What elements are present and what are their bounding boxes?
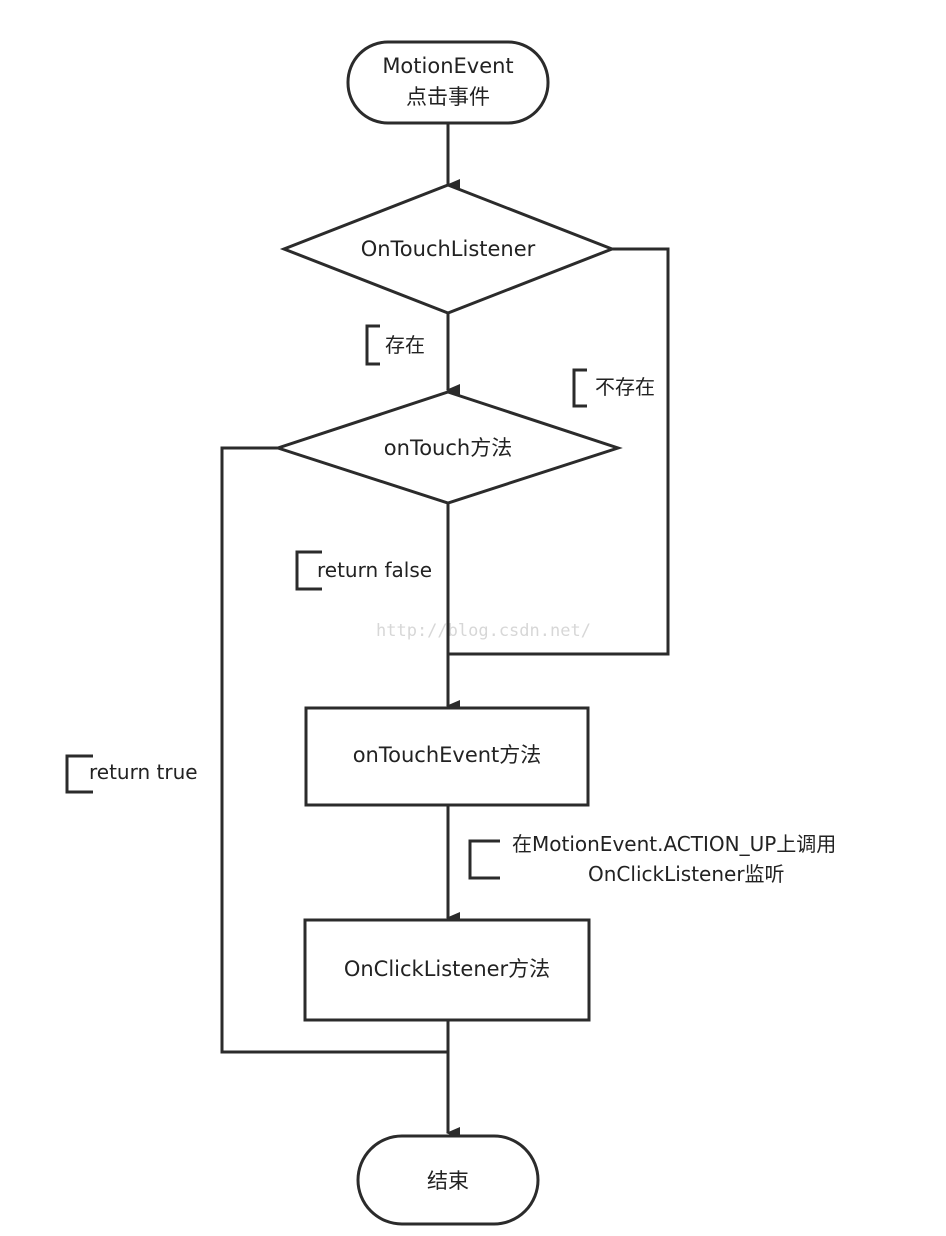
- edge-label-return-true: return true: [89, 760, 198, 784]
- watermark: http://blog.csdn.net/: [376, 621, 591, 641]
- edge-label-return-false: return false: [317, 558, 432, 582]
- process-onclicklistener-label: OnClickListener方法: [344, 957, 550, 981]
- annotation-bracket: [572, 368, 587, 408]
- decision-ontouchlistener-label: OnTouchListener: [361, 237, 536, 261]
- start-terminal: [346, 40, 550, 125]
- decision-ontouch-label: onTouch方法: [384, 436, 512, 460]
- process-ontouchevent-label: onTouchEvent方法: [353, 743, 542, 767]
- edge-label-action-up-line1: 在MotionEvent.ACTION_UP上调用: [512, 832, 836, 856]
- end-label: 结束: [427, 1169, 469, 1193]
- annotation-bracket: [468, 839, 500, 880]
- process-onclicklistener: [303, 918, 591, 1022]
- annotation-bracket: [365, 324, 380, 366]
- start-label-line2: 点击事件: [406, 85, 490, 109]
- decision-ontouch: [273, 390, 623, 505]
- start-label-line1: MotionEvent: [382, 54, 513, 78]
- process-ontouchevent: [304, 706, 590, 807]
- end-terminal: [356, 1134, 540, 1226]
- line-return-true: [220, 446, 448, 1054]
- line-not-exists: [448, 247, 670, 656]
- edge-label-action-up-line2: OnClickListener监听: [588, 862, 785, 886]
- decision-ontouchlistener: [279, 183, 617, 315]
- annotation-bracket: [295, 550, 322, 591]
- edge-label-exists: 存在: [385, 333, 425, 357]
- edge-label-not-exists: 不存在: [595, 375, 655, 399]
- annotation-bracket: [65, 754, 93, 794]
